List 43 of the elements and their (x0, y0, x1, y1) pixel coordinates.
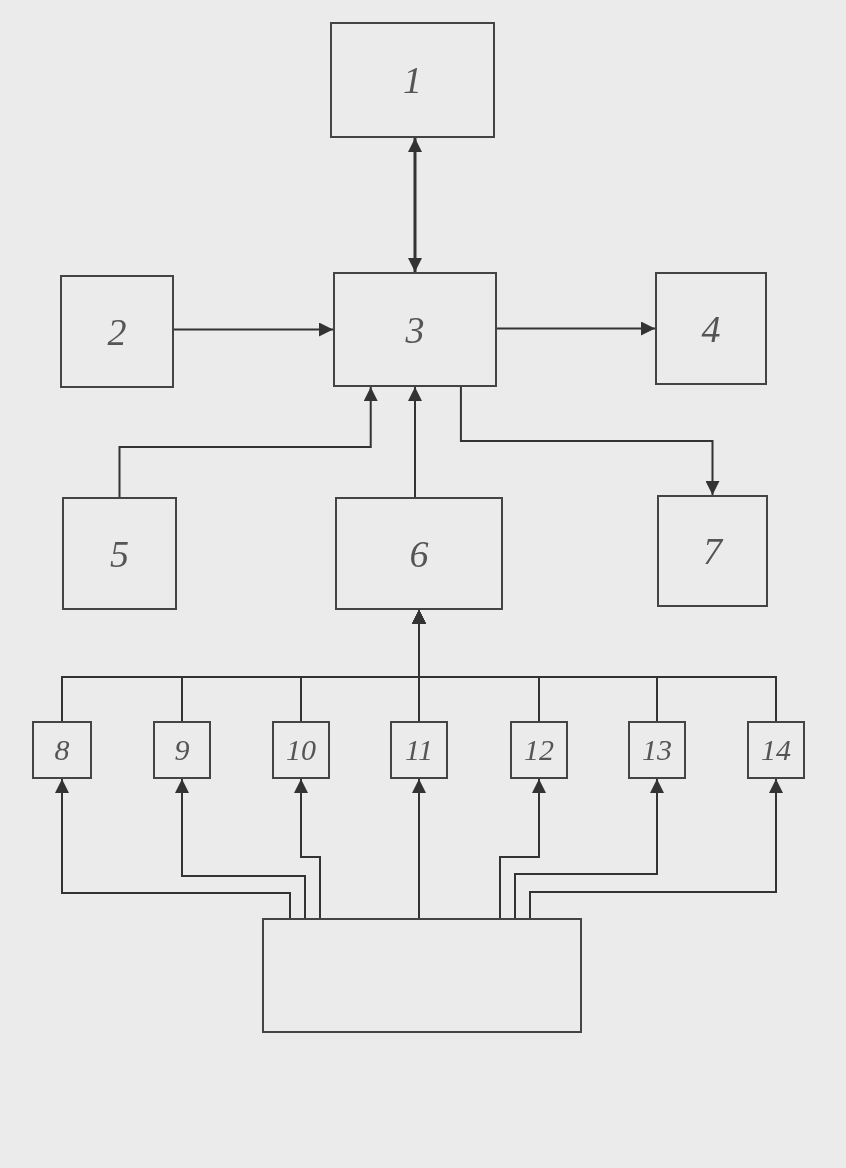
arrow (514, 778, 664, 919)
block-number: 6 (409, 531, 429, 576)
block-box (657, 495, 768, 607)
block-number: 11 (405, 733, 433, 767)
block-box (747, 721, 805, 779)
block-number: 9 (174, 733, 190, 767)
block-box (262, 918, 582, 1033)
arrow (175, 778, 306, 919)
block-box (335, 497, 503, 610)
block-box (333, 272, 497, 387)
arrow (496, 321, 656, 336)
block-number: 10 (286, 733, 316, 767)
block-number: 8 (54, 733, 70, 767)
block-box (390, 721, 448, 779)
block-box (628, 721, 686, 779)
arrow (412, 609, 777, 722)
block-number: 14 (761, 733, 791, 767)
arrow (412, 778, 426, 919)
arrow (173, 322, 334, 337)
block-box (272, 721, 330, 779)
arrow (294, 778, 321, 919)
arrow (118, 386, 378, 498)
block-box (153, 721, 211, 779)
block-number: 13 (642, 733, 672, 767)
block-box (655, 272, 767, 385)
block-number: 3 (405, 307, 425, 352)
block-box (510, 721, 568, 779)
block-number: 2 (107, 309, 127, 354)
block-number: 5 (110, 531, 129, 576)
block-box (60, 275, 174, 388)
block-number: 12 (524, 733, 554, 767)
arrow (55, 778, 291, 919)
block-box (32, 721, 92, 779)
block-number: 1 (403, 58, 422, 102)
arrow (529, 778, 783, 919)
block-box (62, 497, 177, 610)
arrow (408, 138, 422, 272)
arrow (459, 386, 720, 496)
arrow (499, 778, 546, 919)
block-box (330, 22, 495, 138)
block-number: 4 (701, 306, 721, 351)
block-number: 7 (703, 529, 722, 573)
arrow (408, 386, 422, 498)
